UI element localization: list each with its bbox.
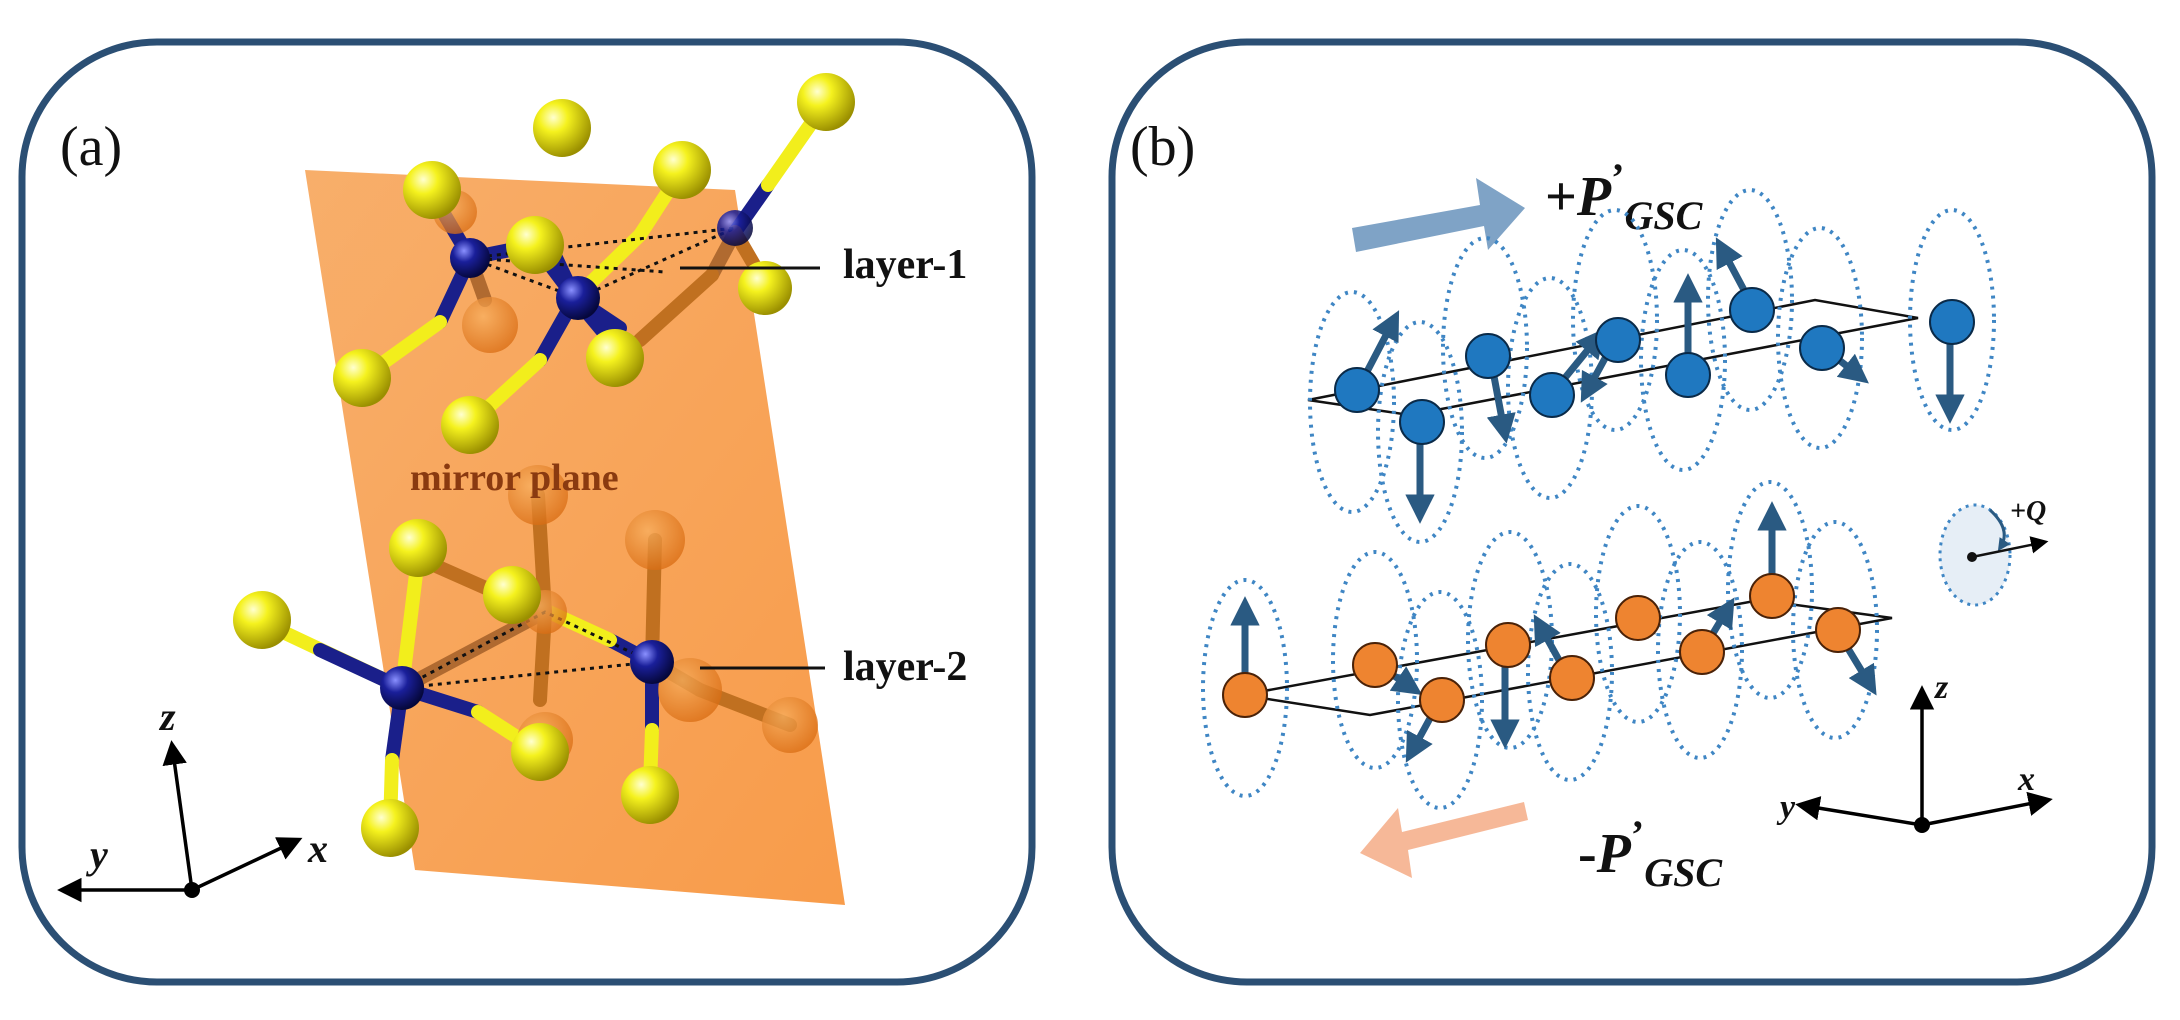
ligand-atom <box>361 799 419 857</box>
ligand-atom <box>506 216 564 274</box>
blue-site <box>1465 333 1511 379</box>
metal-atom <box>380 666 424 710</box>
top-polarization-sign: + <box>1545 166 1577 228</box>
orange-site <box>1615 595 1661 641</box>
axes-a <box>57 740 303 903</box>
orange-site <box>1815 607 1861 653</box>
top-polarization-label: +P’GSC <box>1545 155 1704 238</box>
blue-site <box>1529 372 1575 418</box>
axis-b-y: y <box>1776 789 1796 826</box>
axis-a-x: x <box>307 826 328 871</box>
ligand-atom <box>621 766 679 824</box>
orange-site <box>1222 672 1268 718</box>
ligand-atom <box>653 141 711 199</box>
blue-site <box>1799 325 1845 371</box>
layer-1-label: layer-1 <box>843 242 967 288</box>
layer-2-label: layer-2 <box>843 644 967 690</box>
bottom-lattice-plane <box>1241 598 1893 717</box>
layer-1-atoms <box>333 73 855 454</box>
ligand-atom <box>797 73 855 131</box>
ligand-atom <box>511 723 569 781</box>
blue-site <box>1334 367 1380 413</box>
orange-site <box>1352 642 1398 688</box>
top-direction-arrow <box>1352 178 1525 252</box>
bottom-polarization-sign: - <box>1578 823 1597 885</box>
blue-site <box>1665 352 1711 398</box>
bottom-ellipses <box>1201 480 1879 810</box>
metal-atom <box>630 640 674 684</box>
ligand-atom <box>586 329 644 387</box>
metal-atom <box>556 276 600 320</box>
orange-site <box>1419 677 1465 723</box>
blue-site <box>1595 317 1641 363</box>
ligand-atom <box>738 261 792 315</box>
axis-a-y: y <box>86 832 108 877</box>
axes-b <box>1795 685 2053 827</box>
top-polarization-symbol: P <box>1576 166 1612 228</box>
layer-2-triangle <box>401 610 658 690</box>
orange-site <box>1485 622 1531 668</box>
layer-1-triangle <box>469 226 736 300</box>
blue-site <box>1729 287 1775 333</box>
ligand-atom <box>483 566 541 624</box>
axes-a-origin <box>184 882 200 898</box>
blue-site <box>1399 399 1445 445</box>
bottom-polarization-subscript: GSC <box>1644 850 1723 895</box>
metal-atom <box>717 210 753 246</box>
ligand-atom <box>389 519 447 577</box>
bottom-polarization-symbol: P <box>1596 823 1632 885</box>
top-polarization-subscript: GSC <box>1624 193 1703 238</box>
orange-site <box>1549 655 1595 701</box>
mirror-plane-label: mirror plane <box>410 457 619 499</box>
orange-site <box>1679 629 1725 675</box>
mirror-plane <box>305 170 845 905</box>
top-sites <box>1334 287 1975 445</box>
axis-a-z: z <box>158 694 176 739</box>
metal-atom <box>450 238 490 278</box>
bottom-polarization-label: -P’GSC <box>1578 812 1723 895</box>
panel-a-label: (a) <box>60 116 122 178</box>
ligand-atom <box>333 349 391 407</box>
axis-b-x: x <box>2017 761 2035 798</box>
blue-site <box>1929 299 1975 345</box>
top-polarization-prime: ’ <box>1611 155 1624 200</box>
q-inset <box>1938 503 2049 607</box>
bottom-polarization-prime: ’ <box>1631 812 1644 857</box>
top-lattice-plane <box>1307 298 1919 417</box>
ligand-atom <box>233 591 291 649</box>
axis-b-z: z <box>1934 669 1949 706</box>
bottom-direction-arrow <box>1360 802 1528 878</box>
ligand-atom <box>441 396 499 454</box>
layer-2-atoms <box>233 519 679 857</box>
panel-b-label: (b) <box>1130 116 1195 178</box>
ligand-atom <box>533 99 591 157</box>
bottom-sites <box>1222 573 1861 723</box>
orange-site <box>1749 573 1795 619</box>
q-label: +Q <box>2010 496 2046 527</box>
axes-b-origin <box>1914 817 1930 833</box>
ligand-atom <box>403 161 461 219</box>
panel-b-frame <box>1108 38 2156 986</box>
